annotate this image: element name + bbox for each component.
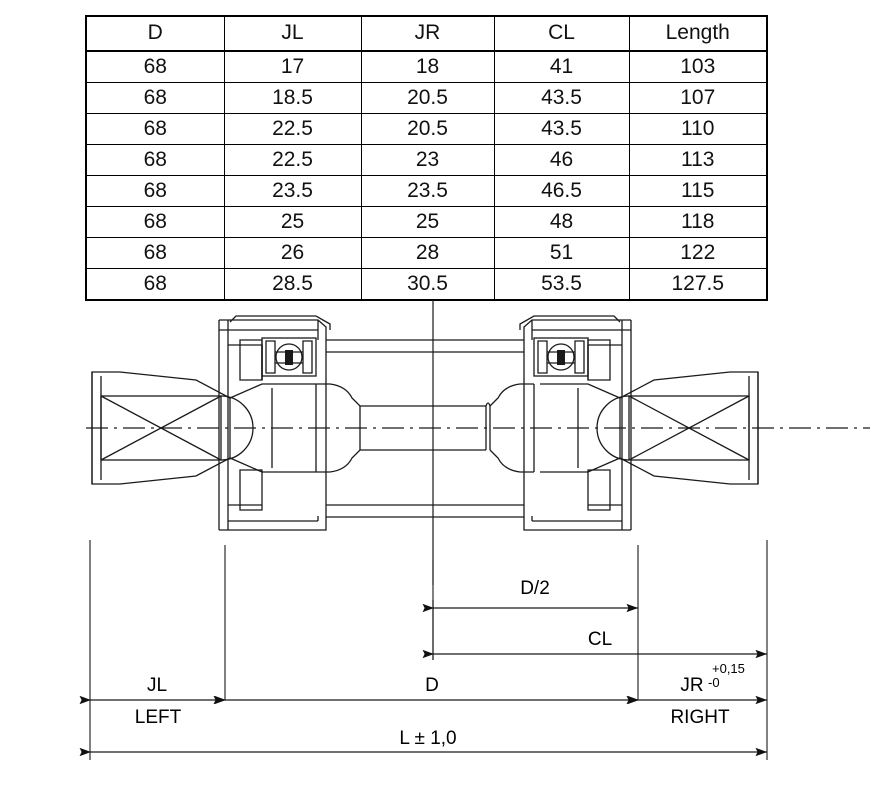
column-header-jr: JR [360,15,495,52]
cell-length: 122 [628,237,768,269]
label-right-side: RIGHT [670,707,730,728]
column-header-length: Length [628,15,768,52]
right-spindle-taper [596,371,759,485]
dimension-label-jl: JL [147,675,167,696]
table-row: 68 18.5 20.5 43.5 107 [85,82,768,114]
label-left-side: LEFT [135,707,182,728]
cell-cl: 43.5 [493,113,630,145]
spec-table-container: D JL JR CL Length 68 17 18 41 103 68 18. [85,15,768,301]
cell-cl: 48 [493,206,630,238]
dimension-label-d-half: D/2 [520,578,550,599]
column-header-d: D [85,15,225,52]
cell-length: 107 [628,82,768,114]
cell-length: 127.5 [628,268,768,301]
cell-d: 68 [85,175,225,207]
cell-jl: 22.5 [223,144,362,176]
cell-d: 68 [85,82,225,114]
cell-length: 118 [628,206,768,238]
cell-jl: 22.5 [223,113,362,145]
cell-cl: 46.5 [493,175,630,207]
cell-jl: 17 [223,50,362,83]
cell-length: 113 [628,144,768,176]
spindle-shoulders [229,383,621,473]
cell-jr: 18 [360,50,495,83]
cell-d: 68 [85,144,225,176]
right-bearing-cup [523,319,632,531]
table-row: 68 22.5 20.5 43.5 110 [85,113,768,145]
dimension-label-jr: JR [680,675,703,696]
cell-jr: 28 [360,237,495,269]
cell-jl: 18.5 [223,82,362,114]
table-row: 68 22.5 23 46 113 [85,144,768,176]
table-row: 68 23.5 23.5 46.5 115 [85,175,768,207]
center-sleeve [316,339,534,518]
cell-length: 115 [628,175,768,207]
cell-jr: 25 [360,206,495,238]
table-row: 68 28.5 30.5 53.5 127.5 [85,268,768,301]
column-header-cl: CL [493,15,630,52]
cell-length: 110 [628,113,768,145]
cup-seal-tabs [229,315,621,330]
cell-d: 68 [85,113,225,145]
cell-cl: 51 [493,237,630,269]
cell-cl: 41 [493,50,630,83]
cell-jr: 20.5 [360,82,495,114]
cell-cl: 46 [493,144,630,176]
table-row: 68 17 18 41 103 [85,50,768,83]
cell-jl: 25 [223,206,362,238]
cell-jl: 23.5 [223,175,362,207]
cell-d: 68 [85,50,225,83]
cell-jr: 23 [360,144,495,176]
cell-jl: 26 [223,237,362,269]
table-row: 68 26 28 51 122 [85,237,768,269]
cell-d: 68 [85,268,225,301]
left-bearing [261,337,317,377]
cell-length: 103 [628,50,768,83]
dimension-label-cl: CL [588,629,612,650]
cell-d: 68 [85,206,225,238]
column-header-jl: JL [223,15,362,52]
cell-jl: 28.5 [223,268,362,301]
left-spindle-taper [91,371,254,485]
cell-d: 68 [85,237,225,269]
dimension-label-overall-length: L ± 1,0 [399,728,456,749]
dimension-label-jr-tolerance-lower: -0 [708,675,720,690]
cell-jr: 23.5 [360,175,495,207]
dimension-label-d: D [425,675,439,696]
cell-jr: 20.5 [360,113,495,145]
cell-cl: 43.5 [493,82,630,114]
dimension-label-jr-tolerance-upper: +0,15 [712,661,745,676]
right-bearing [533,337,589,377]
spec-table: D JL JR CL Length 68 17 18 41 103 68 18. [85,15,768,301]
left-bearing-cup [218,319,327,531]
table-row: 68 25 25 48 118 [85,206,768,238]
table-header-row: D JL JR CL Length [85,15,768,52]
cell-cl: 53.5 [493,268,630,301]
extension-lines [89,540,768,760]
cell-jr: 30.5 [360,268,495,301]
